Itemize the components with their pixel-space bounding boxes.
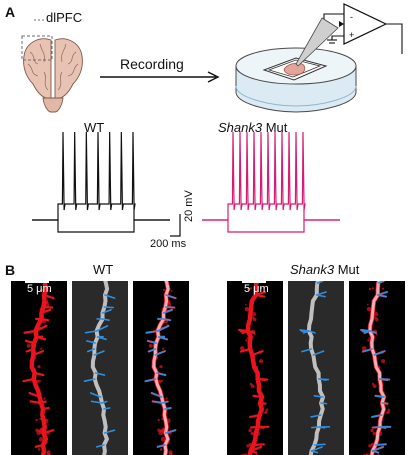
trace-mut [202, 131, 340, 233]
trace-wt-label: WT [84, 120, 105, 135]
wt-reconstruction-image [72, 281, 128, 455]
recording-setup-illustration: - + [235, 3, 403, 113]
panel-b-letter: B [5, 262, 16, 278]
mut-scale-label: 5 μm [244, 283, 269, 295]
right-arrow-icon [100, 71, 220, 83]
trace-wt [32, 131, 170, 233]
brain-region-label: dlPFC [46, 10, 83, 25]
scale-bar-vertical-label: 20 mV [183, 190, 195, 222]
trace-wt-line [32, 131, 170, 221]
svg-text:+: + [349, 30, 354, 40]
mut-scale-bar [242, 280, 266, 283]
scale-bar-horizontal-label: 200 ms [150, 238, 187, 250]
region-leader-line [34, 19, 46, 21]
trace-mut-label-rest: Mut [262, 120, 288, 135]
trace-mut-line [202, 131, 340, 221]
mut-confocal-image [227, 281, 283, 455]
group-wt-label: WT [93, 262, 114, 277]
wt-scale-bar [25, 280, 49, 283]
wt-confocal-image [11, 281, 67, 455]
trace-mut-hyperpolarizing [202, 219, 340, 233]
group-mut-label-gene: Shank3 [290, 262, 335, 277]
mut-overlay-image [349, 281, 405, 455]
panel-a-letter: A [5, 4, 16, 20]
group-mut-label-rest: Mut [334, 262, 360, 277]
trace-mut-label-gene: Shank3 [218, 120, 263, 135]
recording-label: Recording [120, 56, 184, 72]
wt-scale-label: 5 μm [27, 283, 52, 295]
svg-text:-: - [350, 12, 353, 22]
trace-wt-hyperpolarizing [32, 219, 170, 233]
brain-icon [21, 35, 83, 113]
group-mut-label: Shank3 Mut [290, 262, 359, 277]
mut-reconstruction-image [288, 281, 344, 455]
wt-overlay-image [133, 281, 189, 455]
scale-bar [170, 214, 181, 237]
trace-mut-label: Shank3 Mut [218, 120, 287, 135]
